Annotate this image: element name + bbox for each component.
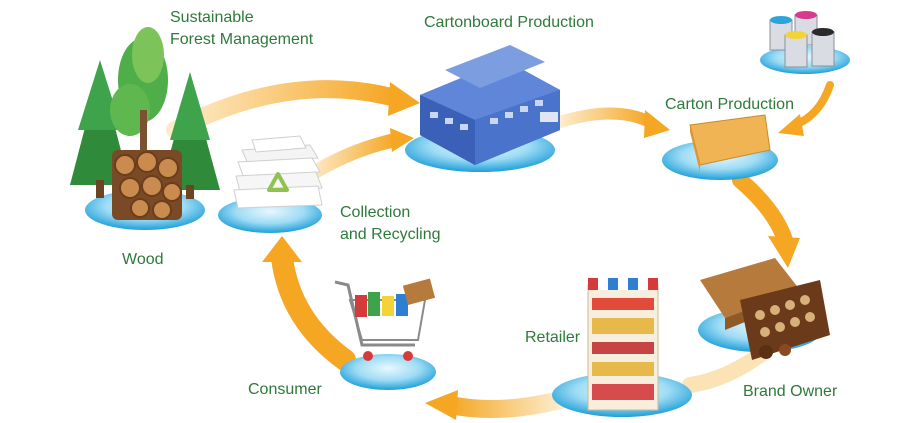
wood-label: Wood xyxy=(122,251,164,268)
recycling-label-line1: Collection xyxy=(340,204,411,221)
forest-label-line1: Sustainable xyxy=(170,9,254,26)
recycling-label-line2: and Recycling xyxy=(340,226,441,243)
brand-owner-label: Brand Owner xyxy=(743,383,838,400)
factory-icon xyxy=(420,45,560,165)
carton-label: Carton Production xyxy=(665,96,794,113)
arrow-cartonboard-to-carton xyxy=(554,107,670,138)
arrow-inks-to-carton xyxy=(778,81,834,136)
arrow-carton-to-brand xyxy=(732,172,800,268)
arrow-recycling-to-cartonboard xyxy=(303,128,414,182)
arrow-brand-to-retailer xyxy=(682,347,768,393)
arrow-consumer-to-recycling xyxy=(262,236,356,371)
retailer-label: Retailer xyxy=(525,329,581,346)
carton-sheet-icon xyxy=(689,114,771,172)
platform-consumer xyxy=(340,354,436,390)
arrow-wood-to-cartonboard xyxy=(166,80,420,139)
store-shelf-icon xyxy=(587,278,659,411)
arrow-retailer-to-consumer xyxy=(425,390,569,420)
consumer-label: Consumer xyxy=(248,381,322,398)
cartonboard-label: Cartonboard Production xyxy=(424,14,594,31)
recycled-paper-icon xyxy=(233,135,323,209)
shopping-cart-icon xyxy=(334,278,436,361)
log-pile-icon xyxy=(112,150,182,220)
forest-label-line2: Forest Management xyxy=(170,31,314,48)
chocolate-box-icon xyxy=(700,258,830,360)
ink-cans-icon xyxy=(769,11,835,68)
